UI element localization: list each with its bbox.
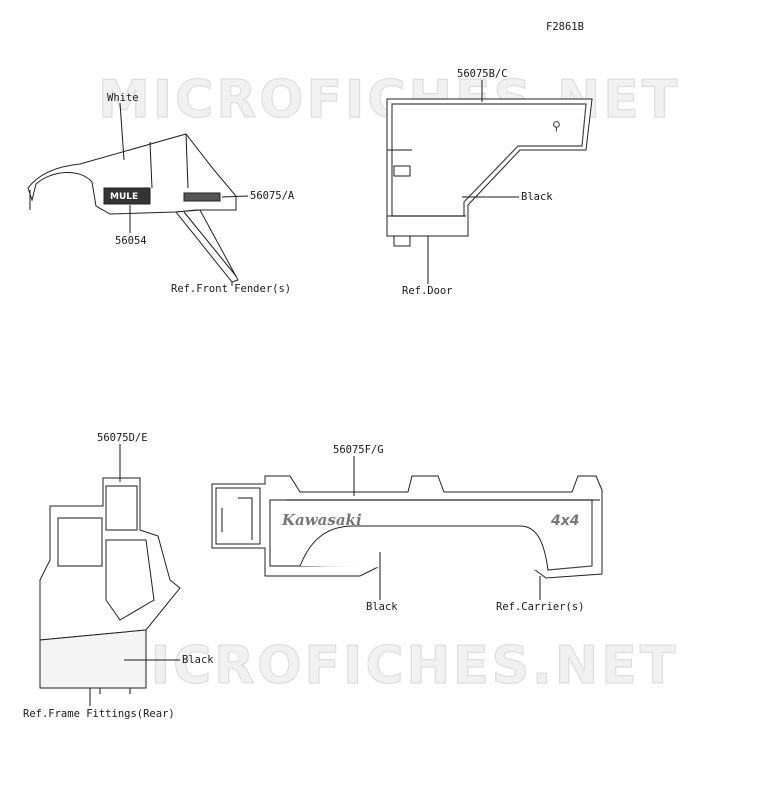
kawasaki-logo: Kawasaki xyxy=(281,511,362,529)
label-black-rear: Black xyxy=(182,654,214,666)
label-56075a: 56075/A xyxy=(250,190,295,202)
label-56075bc: 56075B/C xyxy=(457,68,508,80)
label-ref-frame-fittings: Ref.Frame Fittings(Rear) xyxy=(23,708,175,720)
label-white: White xyxy=(107,92,139,104)
label-black-door: Black xyxy=(521,191,553,203)
label-ref-door: Ref.Door xyxy=(402,285,453,297)
carrier-wheel-arch-decal xyxy=(299,525,549,571)
label-black-carrier: Black xyxy=(366,601,398,613)
label-56054: 56054 xyxy=(115,235,147,247)
4x4-logo: 4x4 xyxy=(550,513,580,529)
door-hinge-upper xyxy=(393,165,411,177)
door-group: ⚲ xyxy=(386,98,593,247)
door-hinge-lower xyxy=(393,235,411,247)
mule-decal xyxy=(103,187,151,205)
carrier-group: Kawasaki 4x4 xyxy=(211,475,603,579)
front-fender-group: MULE xyxy=(27,133,239,283)
diagram-id: F2861B xyxy=(546,21,584,33)
rear-frame-group xyxy=(39,477,181,694)
mule-logo-text: MULE xyxy=(110,192,138,202)
carrier-end-cap xyxy=(215,487,261,545)
label-56075fg: 56075F/G xyxy=(333,444,384,456)
label-56075de: 56075D/E xyxy=(97,432,148,444)
fender-small-decal xyxy=(183,192,221,202)
label-ref-carrier: Ref.Carrier(s) xyxy=(496,601,585,613)
door-handle-icon: ⚲ xyxy=(552,119,561,133)
watermark-bottom: MICROFICHES.NET xyxy=(96,636,678,696)
rear-frame-inner-opening xyxy=(105,539,155,621)
front-fender-bracket xyxy=(175,209,239,283)
rear-frame-lower-plate xyxy=(39,629,147,689)
label-ref-front-fender: Ref.Front Fender(s) xyxy=(171,283,291,295)
